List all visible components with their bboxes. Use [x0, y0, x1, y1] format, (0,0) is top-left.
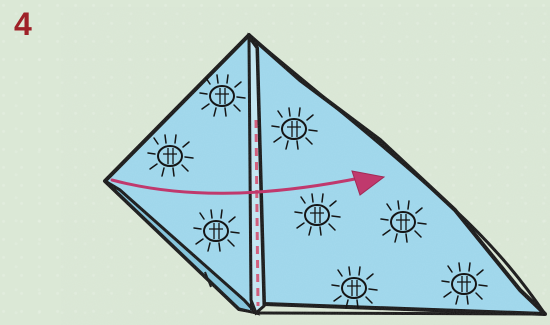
left-flap	[105, 35, 257, 312]
bottom-edge	[256, 313, 545, 314]
folded-paper	[105, 35, 545, 314]
right-flap	[250, 36, 545, 314]
